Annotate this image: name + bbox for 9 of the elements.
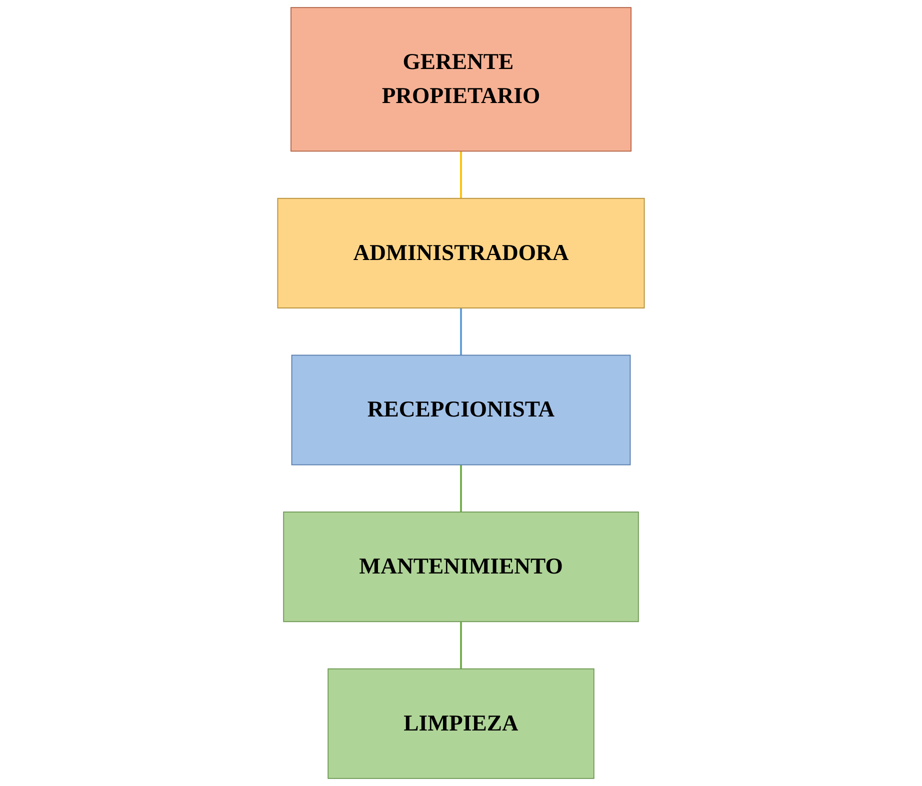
- connector: [460, 464, 462, 513]
- node-box: ADMINISTRADORA: [277, 198, 645, 308]
- connector: [460, 620, 462, 670]
- connector: [460, 307, 462, 356]
- node-box: MANTENIMIENTO: [283, 512, 639, 622]
- node-box: RECEPCIONISTA: [291, 354, 631, 466]
- node-box: GERENTE PROPIETARIO: [290, 7, 632, 152]
- node-box: LIMPIEZA: [328, 668, 594, 779]
- connector: [460, 150, 462, 200]
